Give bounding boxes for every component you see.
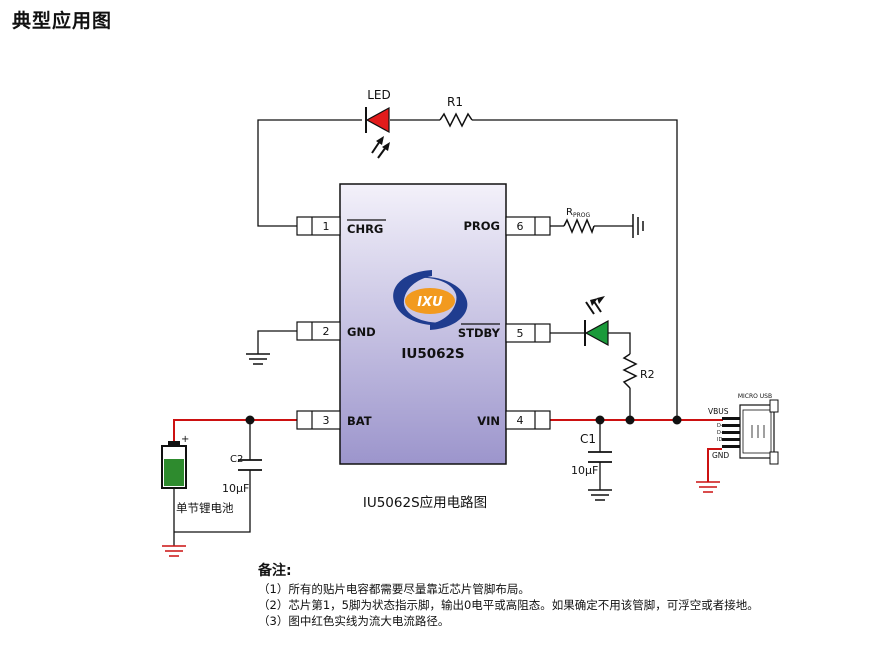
pin-box-3: [296, 410, 341, 430]
usb-pin-dplus: D+: [717, 430, 725, 436]
wire-gnd-pin: [257, 330, 297, 354]
notes-section: 备注: （1）所有的贴片电容都需要尽量靠近芯片管脚布局。 （2）芯片第1，5脚为…: [258, 563, 759, 629]
led-red: [365, 106, 390, 159]
circuit-caption: IU5062S应用电路图: [363, 494, 487, 511]
ground-battery-icon: [162, 545, 186, 557]
vbus-label: VBUS: [708, 407, 729, 416]
c2-value: 10μF: [222, 482, 249, 495]
junctions: [245, 415, 682, 425]
pin-name-prog: PROG: [464, 219, 501, 233]
pin-name-gnd: GND: [347, 325, 376, 339]
note-line-2: （2）芯片第1，5脚为状态指示脚，输出0电平或高阻态。如果确定不用该管脚，可浮空…: [258, 598, 759, 612]
wire-chrg-led: [257, 119, 362, 227]
wire-vbus-red: [708, 419, 723, 421]
section-title: 典型应用图: [12, 10, 113, 32]
usb-label: MICRO USB: [738, 393, 772, 400]
pin-num-1: 1: [323, 220, 330, 233]
led-label: LED: [367, 88, 391, 102]
pin-box-5: [505, 323, 551, 343]
junction-r1: [672, 415, 682, 425]
pin-box-4: [505, 410, 551, 430]
ic-pins-right: [505, 216, 551, 430]
r1-resistor: [439, 112, 473, 128]
logo-text: IXU: [417, 295, 443, 310]
logo-core: [405, 288, 455, 314]
pin-num-5: 5: [517, 327, 524, 340]
ground-usb-icon: [696, 481, 720, 493]
c2-capacitor: [238, 459, 262, 471]
usb-pin-id: ID: [717, 437, 722, 443]
wire-usb-gnd-red: [707, 448, 722, 482]
ic-name: IU5062S: [401, 346, 464, 362]
pin-name-chrg: CHRG: [347, 222, 383, 236]
usb-gnd-label: GND: [712, 451, 729, 460]
battery-label: 单节锂电池: [176, 501, 234, 515]
c1-capacitor: [588, 451, 612, 463]
usb-pin-dminus: D-: [717, 423, 723, 429]
pin-name-vin: VIN: [477, 414, 500, 428]
pin-num-4: 4: [517, 414, 524, 427]
pin-num-2: 2: [323, 325, 330, 338]
junction-c1: [595, 415, 605, 425]
led-green: [584, 296, 609, 347]
pin-name-stdby: STDBY: [458, 326, 501, 340]
wire-bat-red: [173, 419, 297, 444]
note-line-1: （1）所有的贴片电容都需要尽量靠近芯片管脚布局。: [258, 582, 530, 596]
micro-usb-connector: [722, 399, 779, 465]
c1-value: 10μF: [571, 464, 598, 477]
rprog-label: RPROG: [566, 207, 590, 219]
ground-c1-icon: [588, 489, 612, 501]
r2-resistor: [622, 353, 638, 389]
c2-label: C2: [230, 454, 243, 465]
pin-name-bat: BAT: [347, 414, 372, 428]
junction-bat: [245, 415, 255, 425]
pin-box-1: [296, 216, 341, 236]
pin-num-3: 3: [323, 414, 330, 427]
wires: [173, 119, 678, 546]
battery-plus: +: [181, 434, 189, 445]
r1-label: R1: [447, 95, 463, 109]
ground-gnd-icon: [246, 353, 270, 365]
c1-label: C1: [580, 432, 596, 446]
junction-r2: [625, 415, 635, 425]
r2-label: R2: [640, 368, 655, 381]
pin-box-6: [505, 216, 551, 236]
wire-r1-vin: [472, 119, 678, 420]
notes-title: 备注:: [258, 563, 292, 579]
pin-num-6: 6: [517, 220, 524, 233]
battery-icon: [161, 441, 187, 489]
rprog-resistor: [563, 218, 595, 235]
ground-prog-icon: [632, 214, 644, 238]
ixu-logo: IXU: [393, 270, 468, 330]
wire-led-r2: [608, 332, 631, 354]
ic-pins-left: [296, 216, 341, 430]
pin-box-2: [296, 321, 341, 341]
note-line-3: （3）图中红色实线为流大电流路径。: [258, 614, 450, 628]
wire-c2-bottom: [174, 470, 251, 533]
